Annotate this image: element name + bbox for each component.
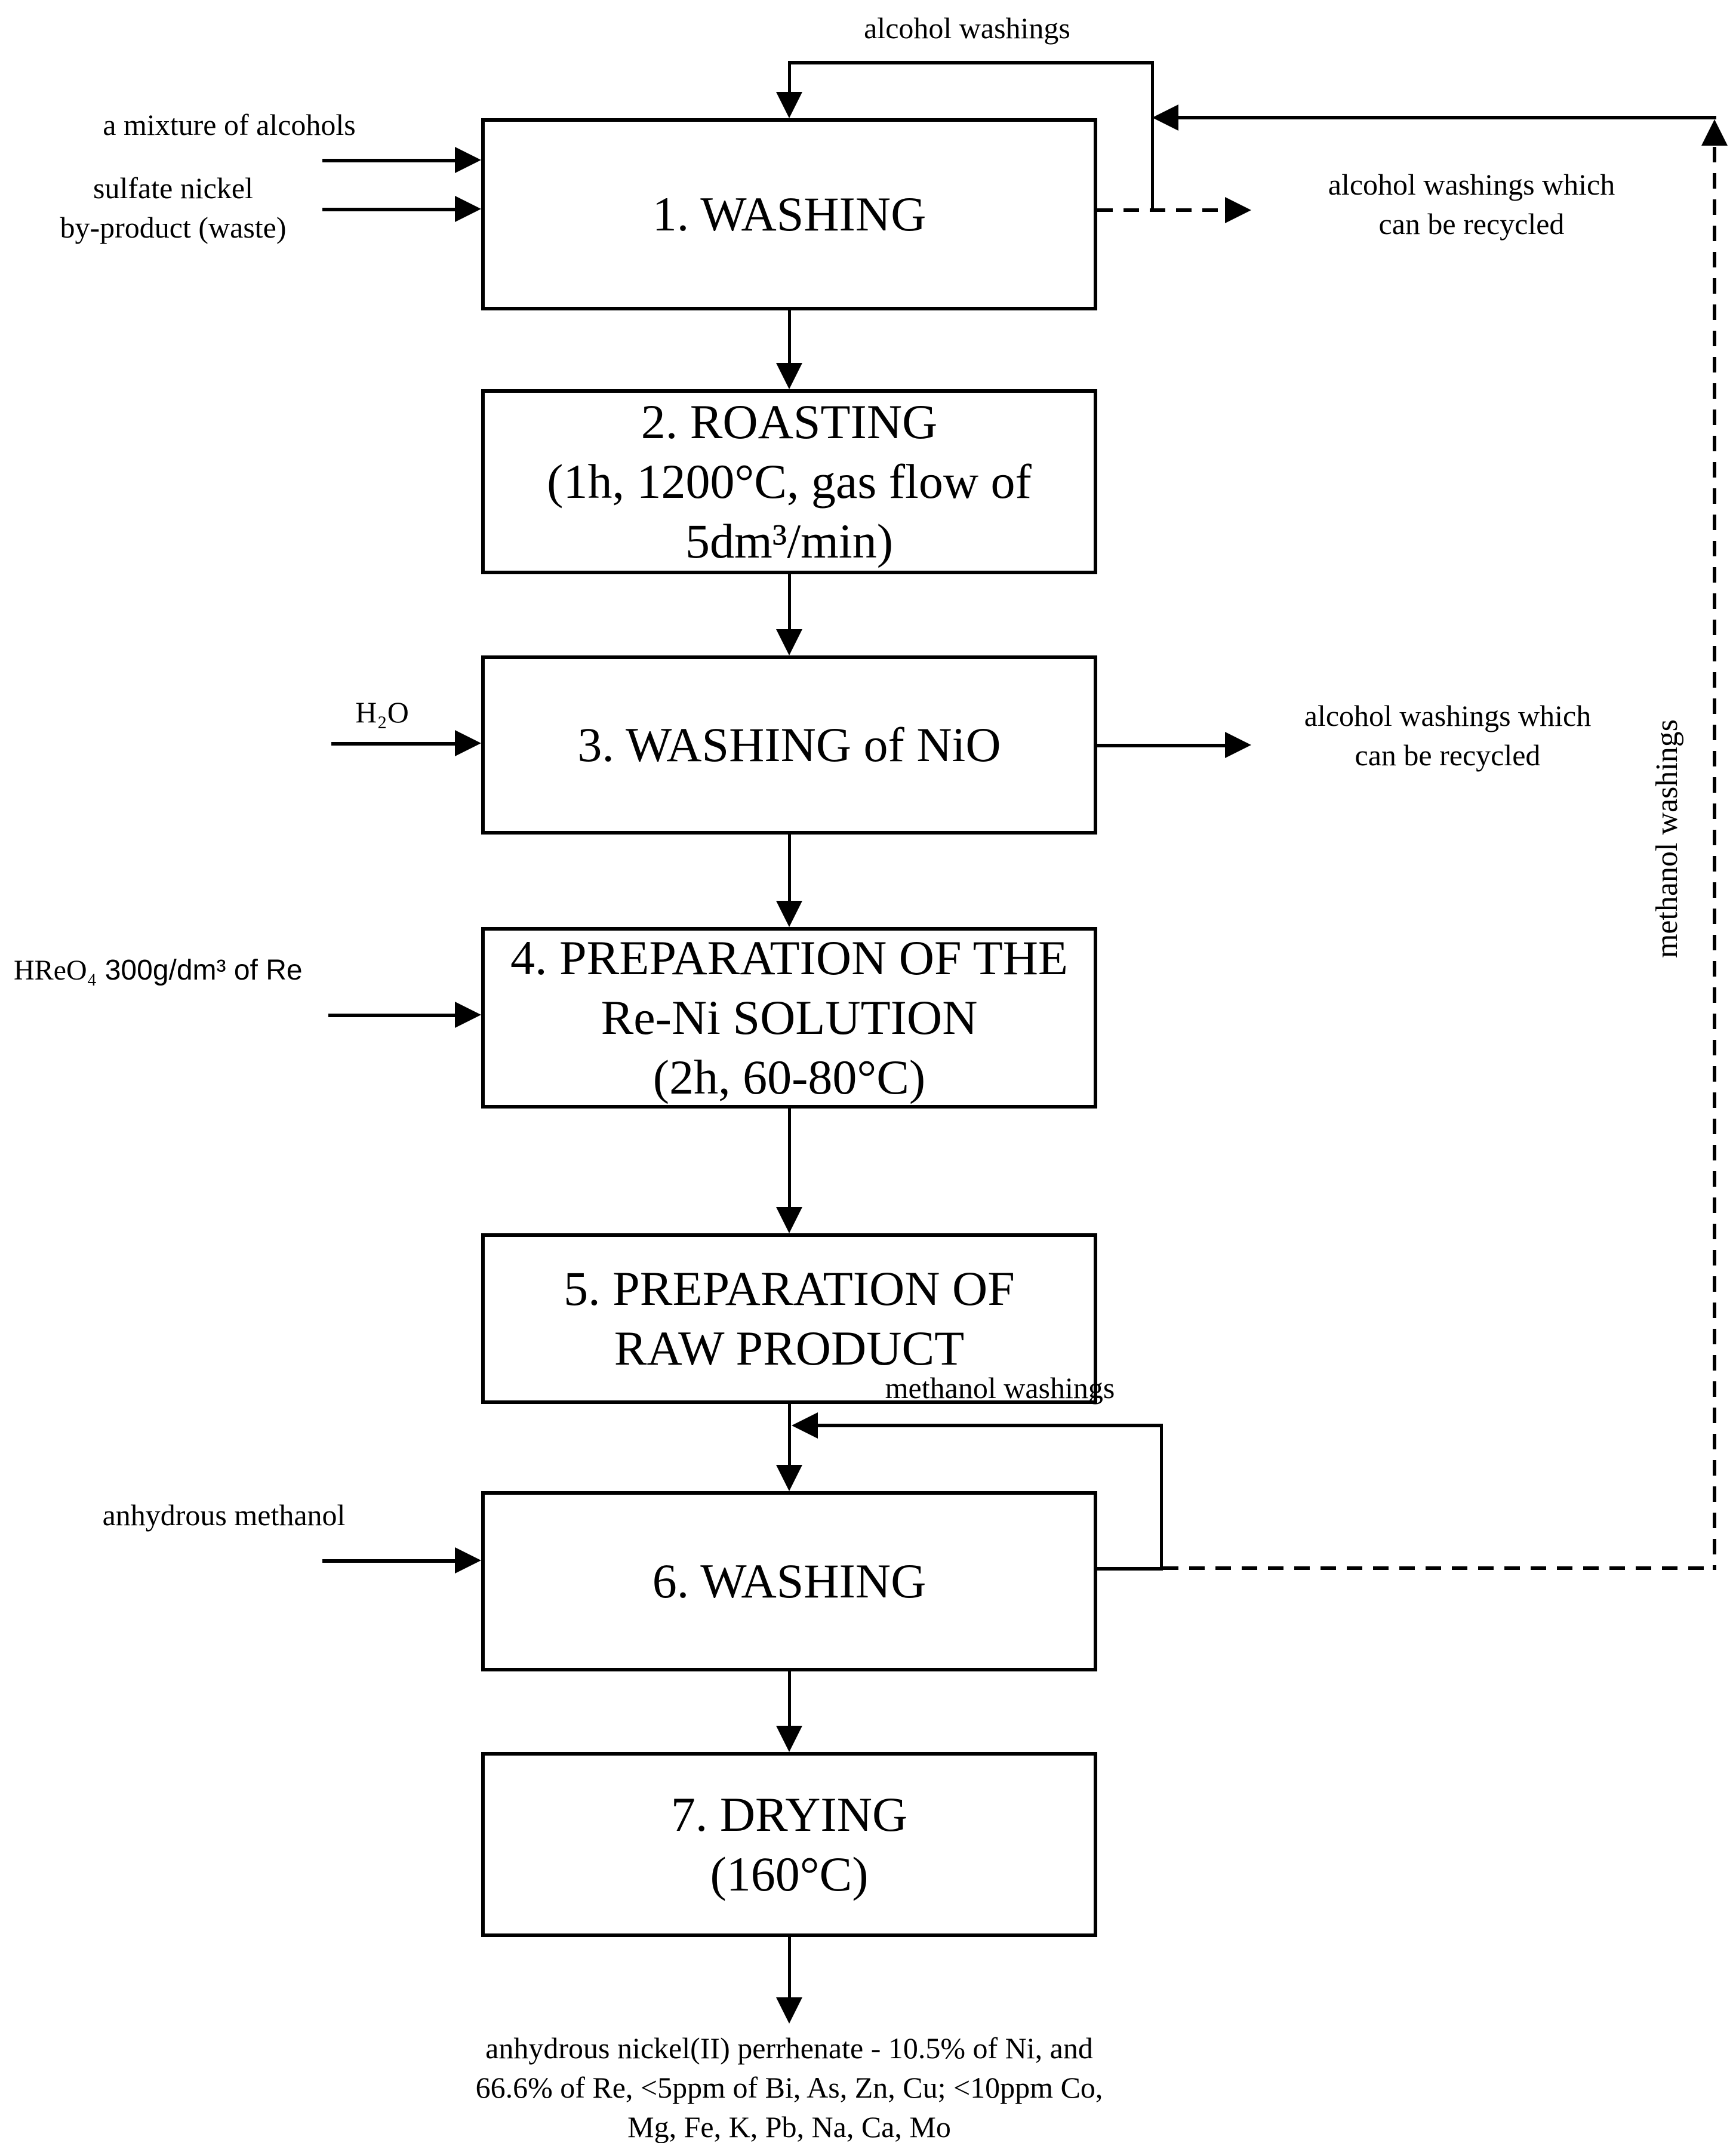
methanol-loop-arrowhead-icon [792,1412,818,1439]
box-2-title: 2. ROASTING [641,394,938,449]
connector-2-3-line [788,574,791,632]
methanol-riser-arrowhead-icon [1701,119,1728,146]
connector-4-5-line [788,1109,791,1209]
input-arrow-methanol-line [322,1559,457,1563]
connector-5-6-line [788,1404,791,1467]
final-product-text: anhydrous nickel(II) perrhenate - 10.5% … [251,2028,1328,2143]
connector-7-out-line [788,1937,791,2000]
connector-2-3-arrowhead-icon [776,629,802,655]
label-sulfate-nickel: sulfate nickel by-product (waste) [0,168,346,247]
box-4-detail-line1: Re-Ni SOLUTION [601,990,978,1045]
box-4-title: 4. PREPARATION OF THE [510,930,1069,985]
connector-3-4-line [788,835,791,903]
box-7-detail: (160°C) [710,1847,869,1901]
connector-1-2-line [788,310,791,365]
input-arrow-water-line [331,742,457,746]
label-hreo4-amount: 300g/dm³ of Re [97,955,303,986]
connector-6-7-line [788,1671,791,1728]
process-box-3-washing-nio: 3. WASHING of NiO [481,655,1097,835]
box-3-title: 3. WASHING of NiO [577,717,1001,772]
input-arrow-mixture-head-icon [455,147,481,173]
box-2-detail-line2: 5dm³/min) [685,514,894,569]
input-arrow-mixture-line [322,159,457,162]
label-anhydrous-methanol: anhydrous methanol [102,1498,346,1532]
alcohol-loop-arrowhead-icon [776,92,802,118]
label-hreo4-formula: HReO₄ [14,955,97,986]
methanol-dashed-bottom-line [1163,1566,1716,1570]
label-mixture-of-alcohols: a mixture of alcohols [103,108,356,141]
label-recycled-after-washing: alcohol washings which can be recycled [1283,165,1660,244]
label-sulfate-nickel-line1: sulfate nickel [93,171,253,205]
box-4-detail-line2: (2h, 60-80°C) [652,1050,926,1105]
box-5-title-line1: 5. PREPARATION OF [564,1261,1015,1316]
methanol-loop-top-line [818,1424,1163,1427]
input-arrow-sulfate-head-icon [455,196,481,222]
connector-6-7-arrowhead-icon [776,1726,802,1752]
label-alcohol-washings-top: alcohol washings [864,11,1070,45]
connector-7-out-arrowhead-icon [776,1997,802,2024]
label-methanol-washings-loop: methanol washings [885,1371,1115,1405]
connector-3-4-arrowhead-icon [776,901,802,927]
box-1-title: 1. WASHING [652,186,927,241]
label-methanol-washings-vertical: methanol washings [1650,719,1684,959]
process-box-6-washing: 6. WASHING [481,1491,1097,1671]
box-5-title-line2: RAW PRODUCT [614,1321,965,1375]
final-product-line1: anhydrous nickel(II) perrhenate - 10.5% … [485,2031,1093,2065]
box-6-title: 6. WASHING [652,1553,927,1608]
process-box-5-preparation-raw-product: 5. PREPARATION OF RAW PRODUCT [481,1233,1097,1404]
label-recycled-after-nio: alcohol washings which can be recycled [1260,696,1636,775]
input-arrow-methanol-head-icon [455,1547,481,1574]
methanol-riser-dashed-line [1713,147,1716,1570]
final-product-line2: 66.6% of Re, <5ppm of Bi, As, Zn, Cu; <1… [475,2071,1103,2104]
output-line-box3 [1097,744,1227,747]
input-arrow-hreo4-head-icon [455,1002,481,1028]
label-recycled-after-washing-line1: alcohol washings which [1328,168,1615,201]
final-product-line3: Mg, Fe, K, Pb, Na, Ca, Mo [627,2110,951,2143]
alcohol-loop-left-line [788,61,791,94]
process-box-4-preparation-solution: 4. PREPARATION OF THE Re-Ni SOLUTION (2h… [481,927,1097,1109]
process-box-2-roasting: 2. ROASTING (1h, 1200°C, gas flow of 5dm… [481,389,1097,574]
output-dashed-head-box1-icon [1225,197,1251,223]
output-dashed-line-box1 [1097,208,1227,212]
process-box-1-washing: 1. WASHING [481,118,1097,310]
box-7-title: 7. DRYING [670,1787,908,1842]
label-water: H₂O [355,695,409,729]
process-box-7-drying: 7. DRYING (160°C) [481,1752,1097,1937]
label-sulfate-nickel-line2: by-product (waste) [60,211,287,244]
methanol-return-arrowhead-icon [1152,104,1178,131]
connector-4-5-arrowhead-icon [776,1207,802,1233]
label-recycled-after-nio-line1: alcohol washings which [1304,699,1592,732]
box-2-detail-line1: (1h, 1200°C, gas flow of [547,454,1032,509]
input-arrow-sulfate-line [322,208,457,211]
connector-5-6-arrowhead-icon [776,1465,802,1491]
label-recycled-after-washing-line2: can be recycled [1378,207,1565,241]
box6-exit-stub-line [1097,1567,1163,1571]
connector-1-2-arrowhead-icon [776,363,802,389]
output-head-box3-icon [1225,732,1251,758]
methanol-return-top-line [1178,116,1716,119]
input-arrow-hreo4-line [328,1014,457,1017]
label-recycled-after-nio-line2: can be recycled [1355,738,1541,772]
input-arrow-water-head-icon [455,730,481,756]
label-hreo4: HReO₄ 300g/dm³ of Re [14,951,303,990]
alcohol-loop-top-line [788,61,1154,64]
methanol-loop-right-line [1160,1424,1163,1570]
alcohol-loop-right-line [1151,61,1154,211]
